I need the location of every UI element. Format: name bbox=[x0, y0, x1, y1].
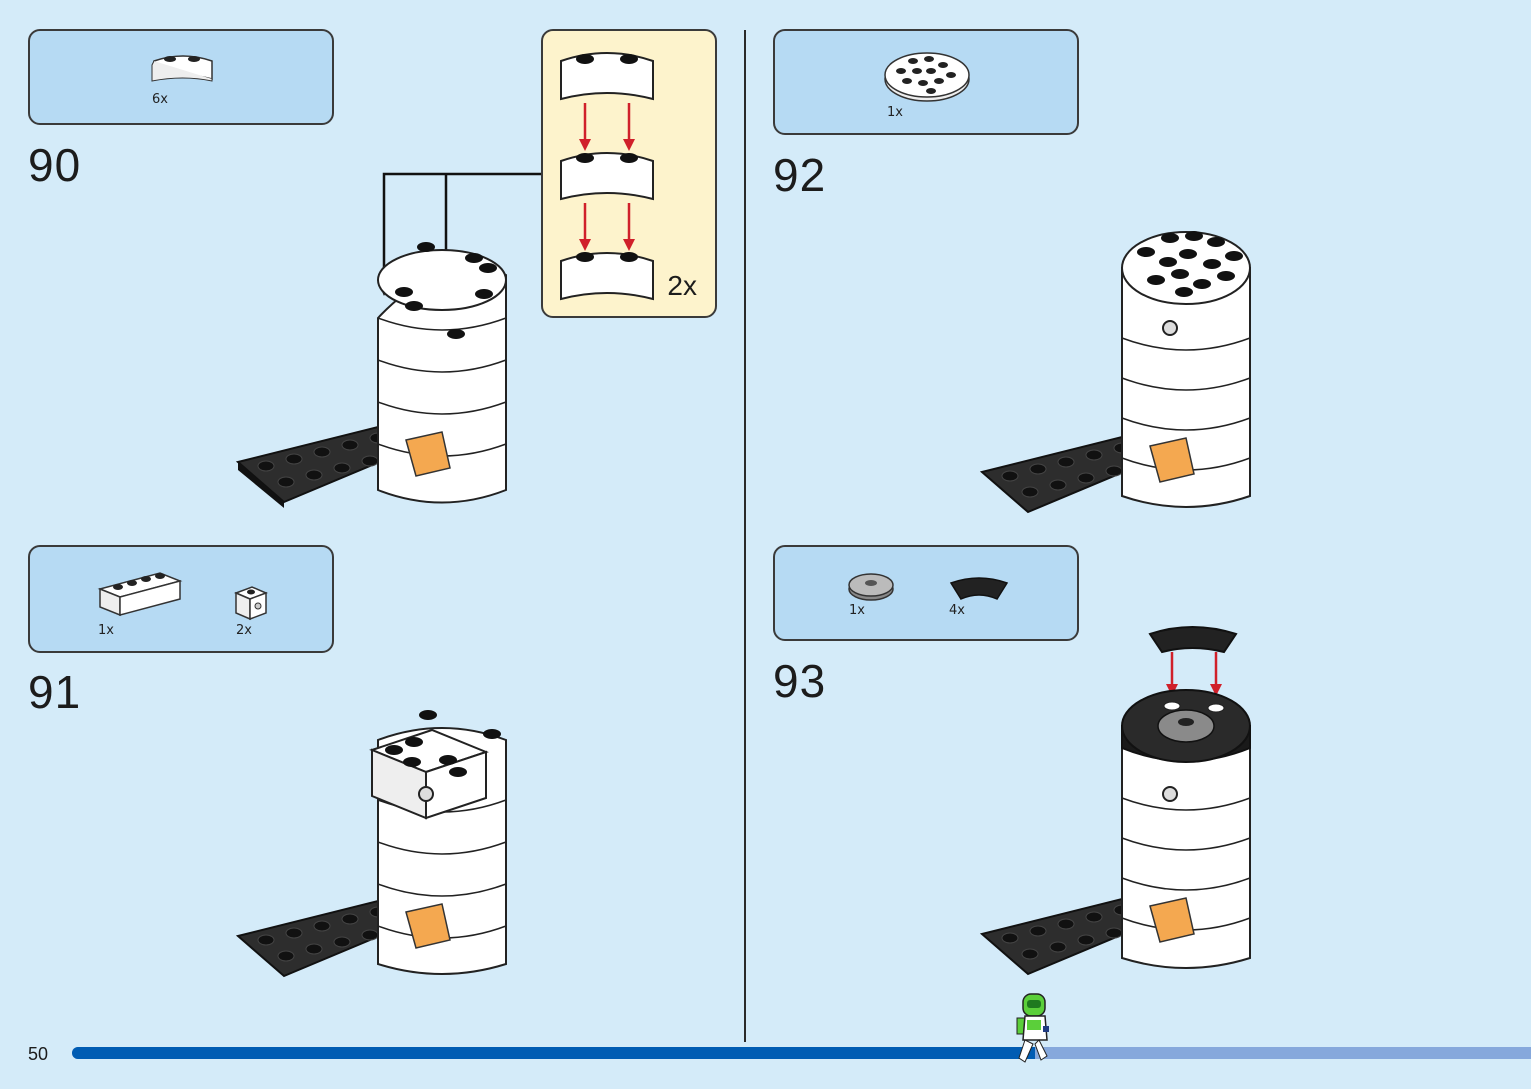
step-number: 90 bbox=[28, 139, 82, 191]
subassembly-stack bbox=[560, 52, 654, 301]
progress-fill bbox=[72, 1047, 1035, 1059]
step-number: 93 bbox=[773, 655, 827, 707]
subassembly-qty: 2x bbox=[667, 270, 697, 301]
step-90-parts-box: 6x bbox=[28, 29, 334, 125]
curved-brick-icon bbox=[151, 55, 213, 82]
step-91-model bbox=[235, 710, 507, 978]
part-qty: 6x bbox=[152, 92, 168, 107]
curved-tile-icon bbox=[949, 577, 1009, 600]
part-qty: 4x bbox=[949, 603, 965, 618]
round-tile-icon bbox=[848, 573, 894, 601]
brick-1x4-icon bbox=[97, 572, 183, 617]
round-plate-icon bbox=[884, 52, 970, 102]
column-divider bbox=[744, 30, 746, 1042]
progress-bar bbox=[72, 1047, 1531, 1059]
part-qty: 1x bbox=[887, 105, 903, 120]
side-stud-brick-icon bbox=[233, 586, 269, 621]
part-qty: 1x bbox=[849, 603, 865, 618]
step-90-model bbox=[235, 172, 541, 508]
step-91-parts-box: 1x 2x bbox=[28, 545, 334, 653]
minifigure-icon bbox=[1016, 993, 1049, 1063]
step-93-parts-box: 1x 4x bbox=[773, 545, 1079, 641]
step-92-parts-box: 1x bbox=[773, 29, 1079, 135]
subassembly-callout: 2x bbox=[541, 29, 717, 318]
part-qty: 2x bbox=[236, 623, 252, 638]
step-number: 91 bbox=[28, 666, 82, 718]
part-qty: 1x bbox=[98, 623, 114, 638]
step-92-model bbox=[979, 231, 1251, 514]
step-number: 92 bbox=[773, 149, 827, 201]
page-number: 50 bbox=[28, 1044, 49, 1064]
step-93-model bbox=[979, 626, 1251, 976]
